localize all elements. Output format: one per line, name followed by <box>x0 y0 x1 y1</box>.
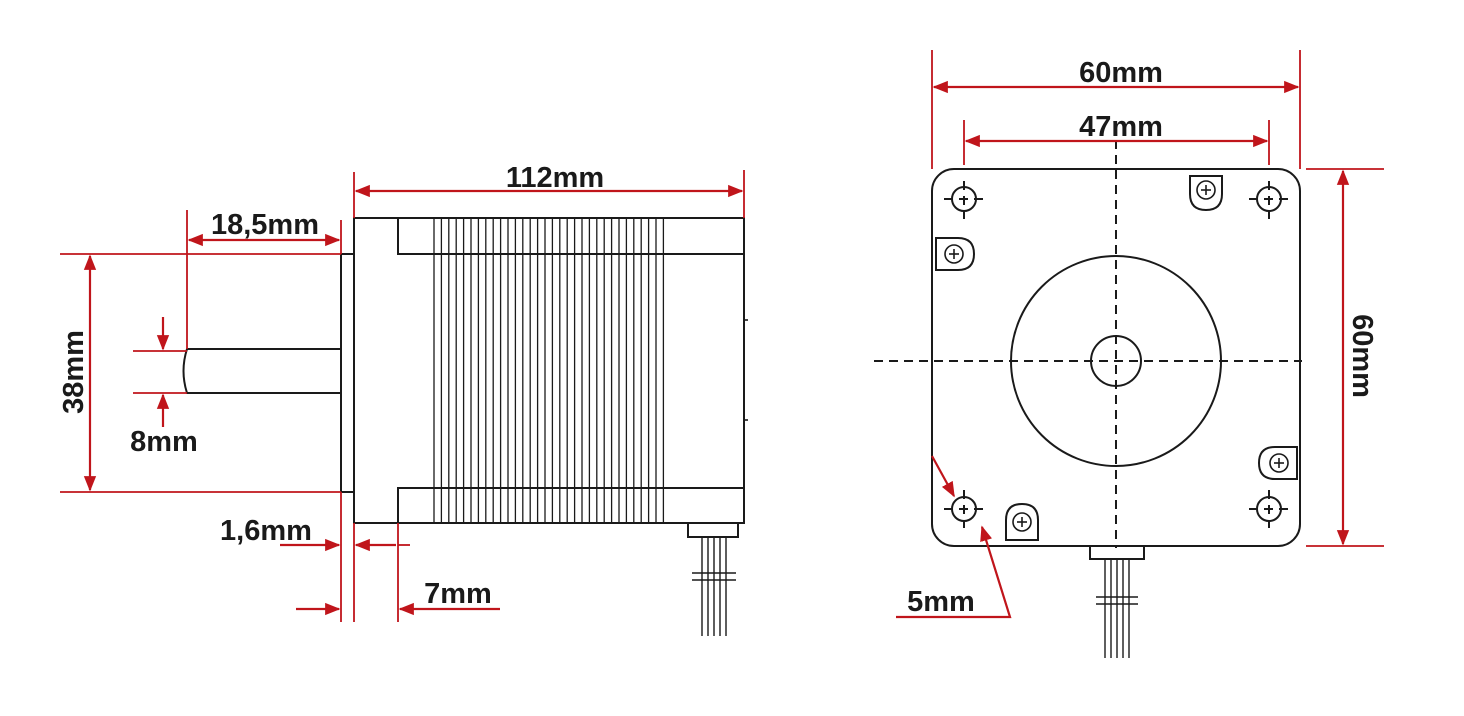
front-cap-top <box>397 218 744 255</box>
dim-8mm: 8mm <box>130 426 198 458</box>
flange <box>340 253 355 493</box>
connector <box>687 522 739 538</box>
mounting-hole <box>1249 490 1291 528</box>
front-cap-bottom <box>397 487 744 523</box>
screw-icon <box>1005 502 1039 541</box>
boss-circle <box>1010 255 1222 467</box>
dim-47mm: 47mm <box>1079 111 1163 143</box>
dim-112mm: 112mm <box>506 162 604 194</box>
mounting-hole <box>944 490 988 528</box>
wire-bundle-front <box>1096 559 1138 658</box>
fins-bottom <box>433 488 665 523</box>
dim-7mm: 7mm <box>424 578 492 610</box>
front-view: 60mm 47mm 60mm 5mm <box>874 50 1384 658</box>
dim-60mm-width: 60mm <box>1079 57 1163 89</box>
wire-bundle-side <box>692 537 736 636</box>
screw-icon <box>1189 175 1223 212</box>
mounting-hole <box>944 181 988 219</box>
screw-icon <box>935 237 976 271</box>
dim-38mm: 38mm <box>58 330 90 414</box>
mounting-hole <box>1249 181 1291 219</box>
dim-18-5mm: 18,5mm <box>211 209 319 241</box>
fins-top <box>433 218 665 488</box>
shaft-circle <box>1090 335 1142 387</box>
motor-body <box>353 217 745 524</box>
dim-60mm-height: 60mm <box>1346 314 1378 398</box>
shaft <box>182 348 341 394</box>
dim-5mm: 5mm <box>907 586 975 618</box>
screw-icon <box>1257 446 1298 480</box>
dim-1-6mm: 1,6mm <box>220 515 312 547</box>
side-view: 112mm 18,5mm 38mm 8mm 1,6mm 7mm <box>58 162 748 636</box>
